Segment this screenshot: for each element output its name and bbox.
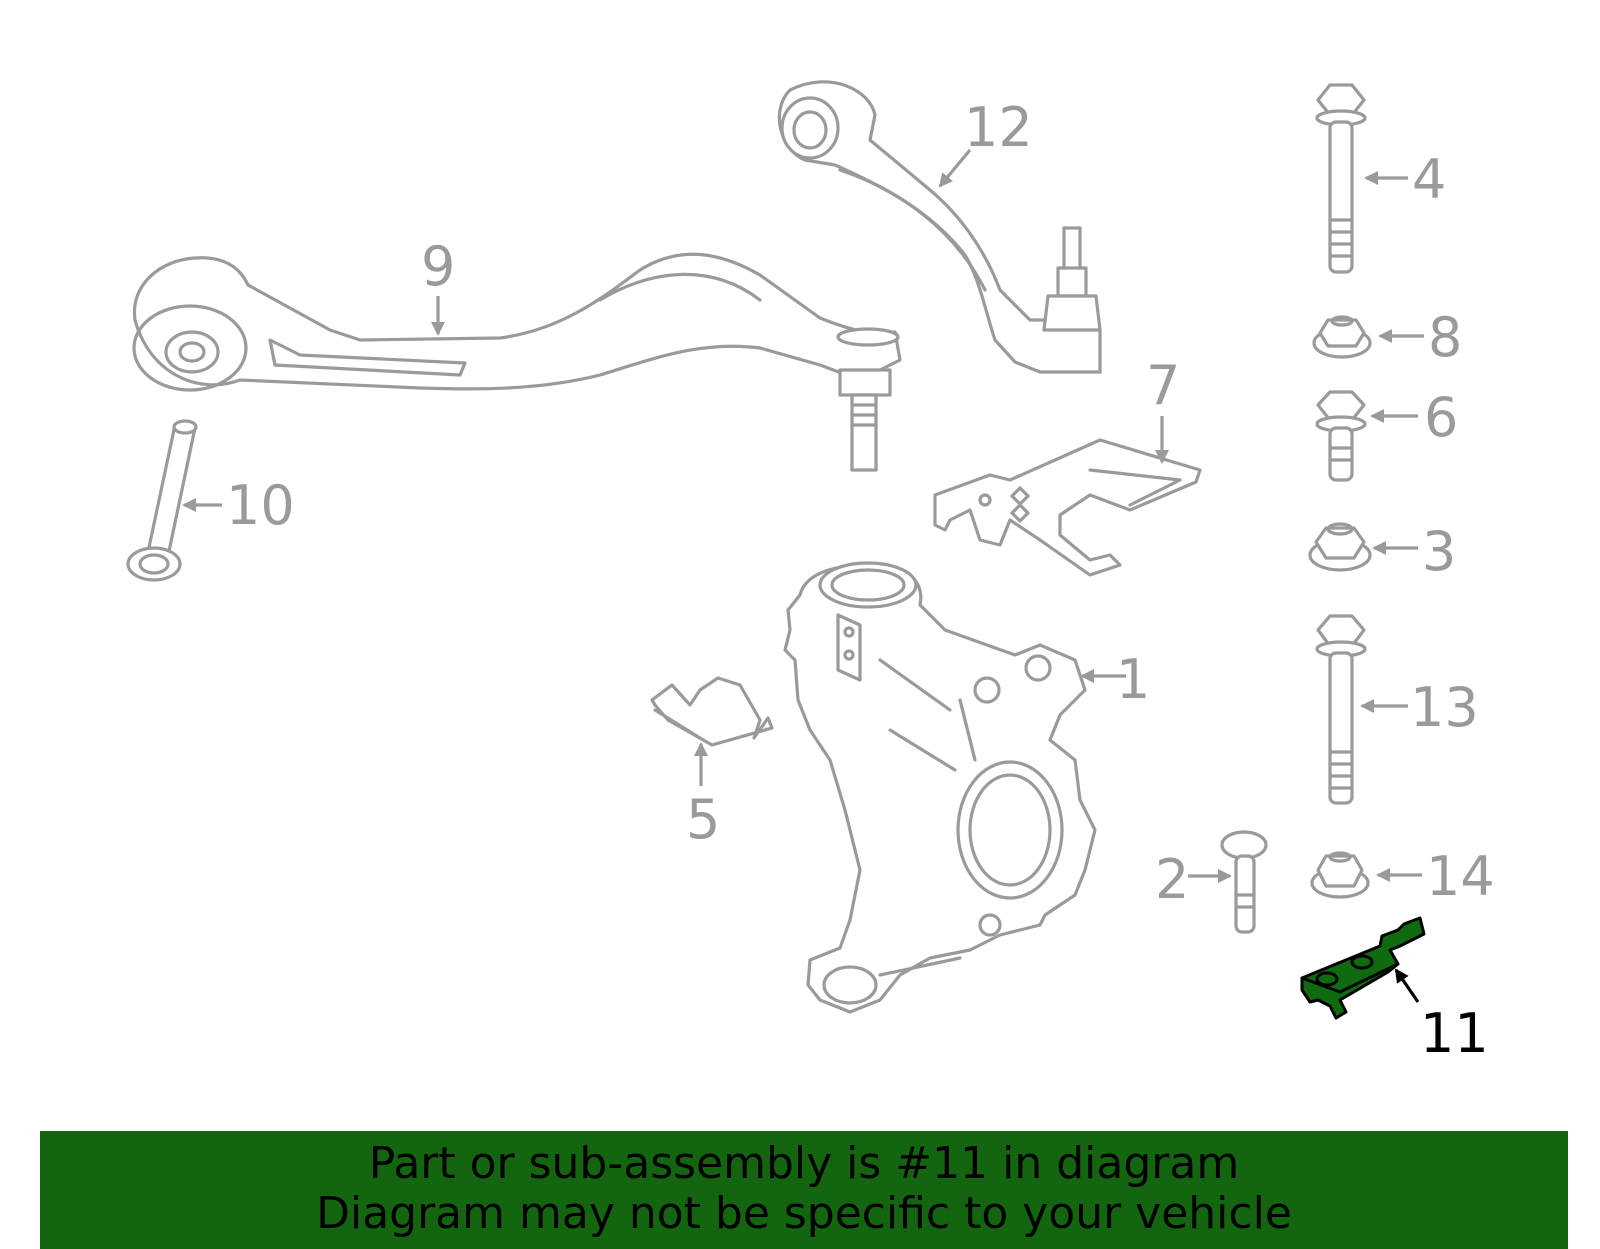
- callout-2: 2: [1155, 848, 1189, 911]
- callout-13: 13: [1410, 676, 1479, 739]
- part-5-shield[interactable]: [650, 676, 774, 747]
- info-banner: Part or sub-assembly is #11 in diagram D…: [40, 1131, 1568, 1249]
- part-7-bracket[interactable]: [933, 438, 1202, 577]
- callout-14: 14: [1426, 845, 1495, 908]
- callout-10: 10: [226, 474, 295, 537]
- callout-7: 7: [1146, 354, 1180, 417]
- leader-lines: [182, 148, 1424, 1003]
- banner-line-1: Part or sub-assembly is #11 in diagram: [368, 1138, 1240, 1189]
- part-4-bolt[interactable]: [1315, 83, 1367, 274]
- banner-line-2: Diagram may not be specific to your vehi…: [316, 1188, 1292, 1239]
- callout-3: 3: [1422, 520, 1456, 583]
- part-1-knuckle[interactable]: [783, 561, 1097, 1014]
- callout-9: 9: [421, 235, 455, 298]
- part-12-upper-control-arm[interactable]: [777, 80, 1102, 374]
- part-10-bolt[interactable]: [126, 419, 198, 582]
- part-8-nut[interactable]: [1312, 315, 1372, 359]
- callout-8: 8: [1428, 306, 1462, 369]
- callout-12: 12: [964, 96, 1033, 159]
- callout-1: 1: [1116, 648, 1150, 711]
- part-2-bolt[interactable]: [1220, 830, 1268, 934]
- part-9-lower-control-arm[interactable]: [132, 252, 902, 472]
- callout-11: 11: [1420, 1002, 1489, 1065]
- part-13-bolt[interactable]: [1315, 614, 1367, 805]
- leader-12: [938, 148, 972, 188]
- part-14-nut[interactable]: [1310, 851, 1370, 899]
- part-6-bolt[interactable]: [1315, 390, 1367, 482]
- callout-6: 6: [1424, 386, 1458, 449]
- callout-5: 5: [686, 788, 720, 851]
- part-3-nut[interactable]: [1308, 522, 1372, 572]
- leader-11: [1394, 968, 1420, 1003]
- callout-labels: 1 2 3 4 5 6 7 8 9 10 11 12 13 14: [226, 96, 1495, 1065]
- callout-4: 4: [1412, 148, 1446, 211]
- part-11-bracket-highlighted[interactable]: [1300, 916, 1426, 1020]
